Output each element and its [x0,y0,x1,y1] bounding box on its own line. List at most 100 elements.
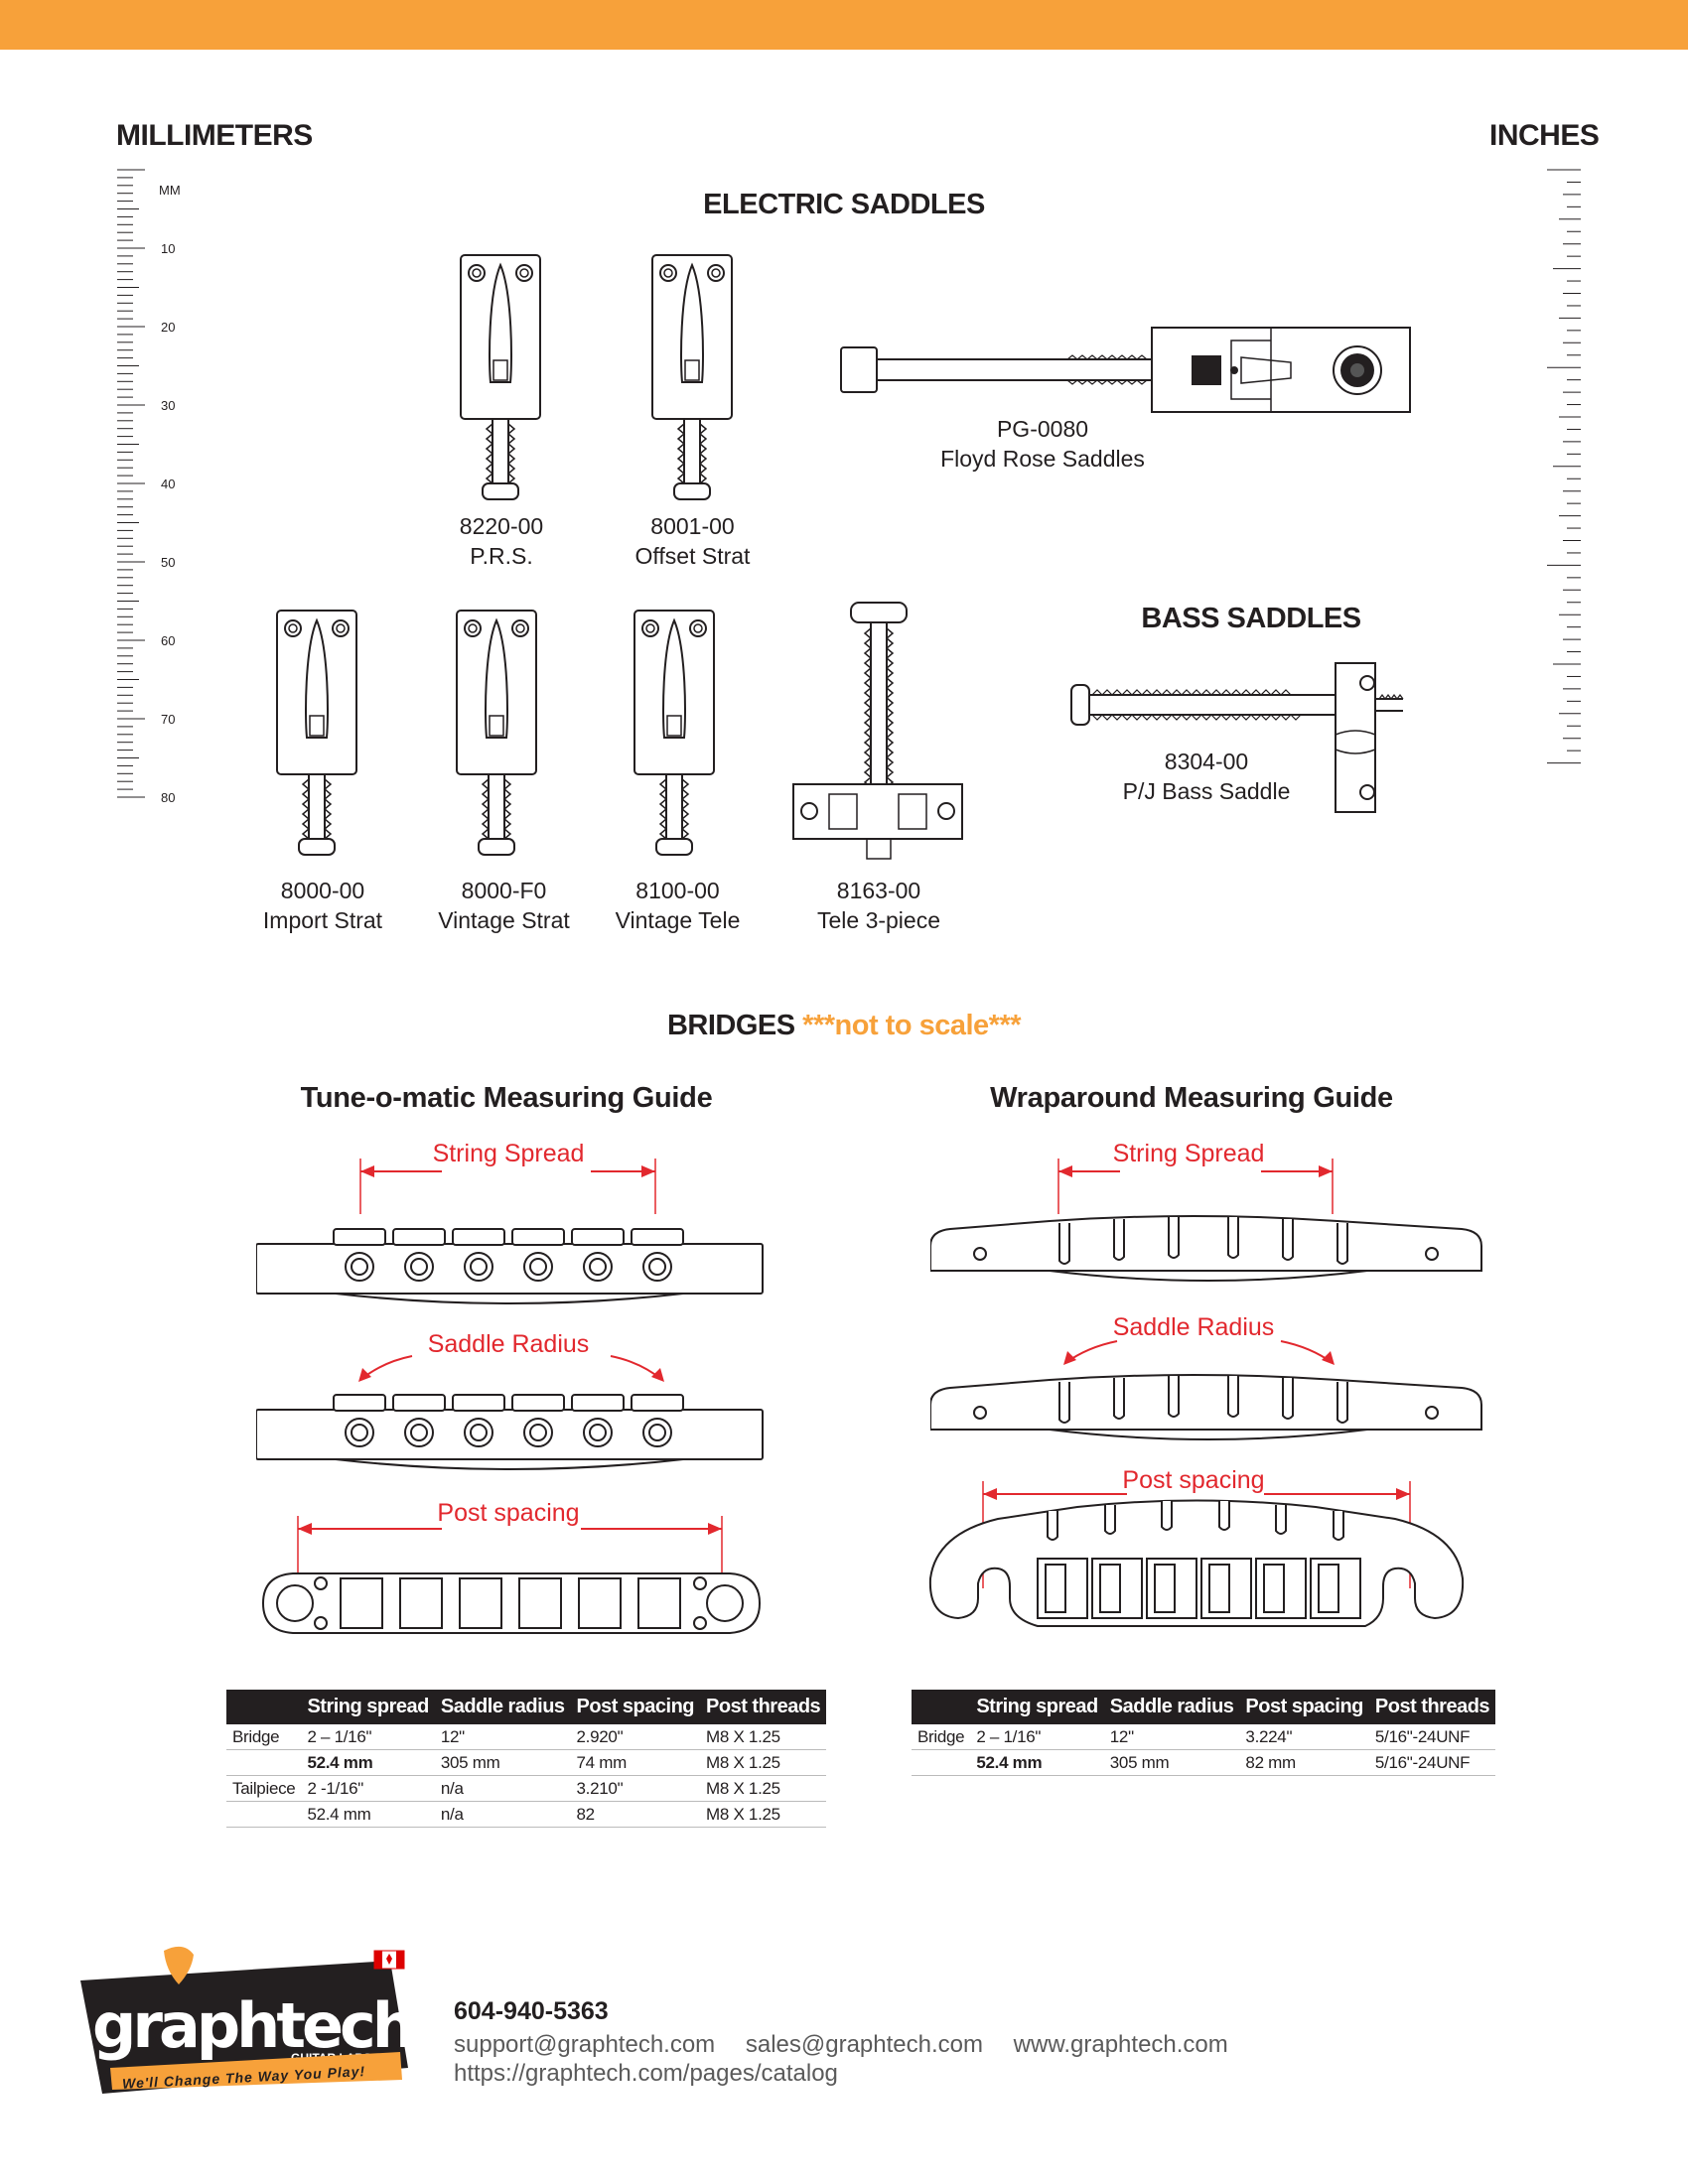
table-cell: M8 X 1.25 [700,1801,827,1828]
guitar-pick-icon [164,1946,194,1984]
tom-saddle-radius-label: Saddle Radius [427,1330,590,1358]
millimeters-heading: MILLIMETERS [116,119,313,152]
table-cell: M8 X 1.25 [700,1775,827,1802]
part-name: Vintage Tele [615,907,741,933]
table-row: 52.4 mm 305 mm 74 mm M8 X 1.25 [226,1749,827,1776]
tune-o-matic-spec-table: String spread Saddle radius Post spacing… [226,1690,827,1828]
table-cell: 82 mm [1239,1749,1369,1776]
table-header: Post spacing [1239,1690,1369,1724]
table-cell: 2 – 1/16" [970,1724,1104,1750]
not-to-scale-note: ***not to scale*** [802,1010,1022,1041]
table-cell [226,1801,302,1828]
saddle-8000-f0-drawing [456,610,537,856]
table-cell: 2 – 1/16" [301,1724,435,1750]
mm-unit-label: MM [159,183,181,198]
table-cell: 12" [434,1724,571,1750]
tune-o-matic-guide-title: Tune-o-matic Measuring Guide [300,1082,713,1114]
mm-tick-label: 80 [161,790,175,805]
part-name: Vintage Strat [438,907,570,933]
mm-tick-label: 40 [161,477,175,491]
table-cell: 74 mm [570,1749,701,1776]
table-cell: 5/16"-24UNF [1368,1724,1496,1750]
table-cell: 5/16"-24UNF [1368,1749,1496,1776]
table-cell: M8 X 1.25 [700,1749,827,1776]
wrap-post-spacing-label: Post spacing [1122,1466,1265,1494]
table-header-row: String spread Saddle radius Post spacing… [912,1690,1496,1724]
mm-tick-label: 60 [161,633,175,648]
table-header [226,1690,302,1724]
electric-saddles-title: ELECTRIC SADDLES [703,189,985,220]
table-cell: n/a [434,1801,571,1828]
table-header: Post threads [700,1690,827,1724]
saddle-8001-caption: 8001-00 Offset Strat [606,511,779,571]
inches-heading: INCHES [1489,119,1600,152]
canada-flag-icon [386,1954,392,1965]
saddle-8000-00-caption: 8000-00 Import Strat [238,876,407,935]
table-cell: M8 X 1.25 [700,1724,827,1750]
table-header: Saddle radius [434,1690,571,1724]
phone-number: 604-940-5363 [454,1997,609,2025]
bridges-heading: BRIDGES [666,1010,795,1041]
table-cell: 3.224" [1239,1724,1369,1750]
website-link[interactable]: www.graphtech.com [1013,2031,1228,2058]
wrap-post-spacing-drawing [928,1481,1465,1627]
table-cell: 3.210" [570,1775,701,1802]
wrap-string-spread-arrow [1057,1159,1334,1214]
sales-email-link[interactable]: sales@graphtech.com [745,2031,983,2058]
part-number: 8000-F0 [461,878,547,903]
wrap-saddle-radius-label: Saddle Radius [1112,1313,1275,1341]
part-number: 8100-00 [635,878,720,903]
table-cell: Bridge [912,1724,971,1750]
tom-tailpiece-drawing [261,1516,762,1634]
table-cell: 305 mm [1103,1749,1240,1776]
table-cell: 52.4 mm [970,1749,1104,1776]
table-cell [226,1749,302,1776]
table-cell: Tailpiece [226,1775,302,1802]
table-header: Saddle radius [1103,1690,1240,1724]
tom-string-spread-arrow [359,1159,656,1214]
table-cell: Bridge [226,1724,302,1750]
floyd-rose-saddle-drawing [840,327,1411,413]
table-header [912,1690,971,1724]
saddle-8000-f0-caption: 8000-F0 Vintage Strat [417,876,591,935]
bass-saddle-8304-caption: 8304-00 P/J Bass Saddle [1107,747,1306,806]
table-cell [912,1749,971,1776]
mm-tick-label: 70 [161,712,175,727]
table-row: 52.4 mm 305 mm 82 mm 5/16"-24UNF [912,1749,1496,1776]
mm-tick-label: 50 [161,555,175,570]
mm-tick-label: 20 [161,320,175,335]
table-cell: 12" [1103,1724,1240,1750]
part-number: 8000-00 [280,878,365,903]
table-row: Bridge 2 – 1/16" 12" 3.224" 5/16"-24UNF [912,1724,1496,1750]
mm-tick-label: 30 [161,398,175,413]
part-name: Offset Strat [634,543,751,569]
support-email-link[interactable]: support@graphtech.com [454,2031,716,2058]
tom-saddle-radius-arrow [358,1355,664,1382]
table-cell: n/a [434,1775,571,1802]
wraparound-guide-title: Wraparound Measuring Guide [990,1082,1393,1114]
bass-saddles-title: BASS SADDLES [1141,603,1361,634]
part-name: P/J Bass Saddle [1122,778,1291,804]
part-number: 8001-00 [650,513,735,539]
part-number: 8220-00 [459,513,544,539]
inch-ruler [1547,169,1581,764]
table-header: Post threads [1368,1690,1496,1724]
saddle-8163-drawing [792,602,963,860]
table-header: String spread [970,1690,1104,1724]
catalog-link[interactable]: https://graphtech.com/pages/catalog [454,2060,838,2087]
table-cell: 305 mm [434,1749,571,1776]
tom-bridge-drawing-1 [256,1228,764,1304]
part-name: P.R.S. [470,543,533,569]
saddle-8001-drawing [651,254,733,500]
table-row: Tailpiece 2 -1/16" n/a 3.210" M8 X 1.25 [226,1775,827,1802]
table-cell: 82 [570,1801,701,1828]
table-header: Post spacing [570,1690,701,1724]
wrap-saddle-radius-arrow [1063,1340,1335,1365]
saddle-8220-caption: 8220-00 P.R.S. [427,511,576,571]
saddle-8220-drawing [460,254,541,500]
part-name: Tele 3-piece [816,907,941,933]
part-number: 8304-00 [1164,749,1249,774]
tom-bridge-drawing-2 [256,1394,764,1470]
contact-info: 604-940-5363 support@graphtech.com sales… [454,1997,1252,2088]
bridges-title: BRIDGES ***not to scale*** [546,1010,1142,1042]
